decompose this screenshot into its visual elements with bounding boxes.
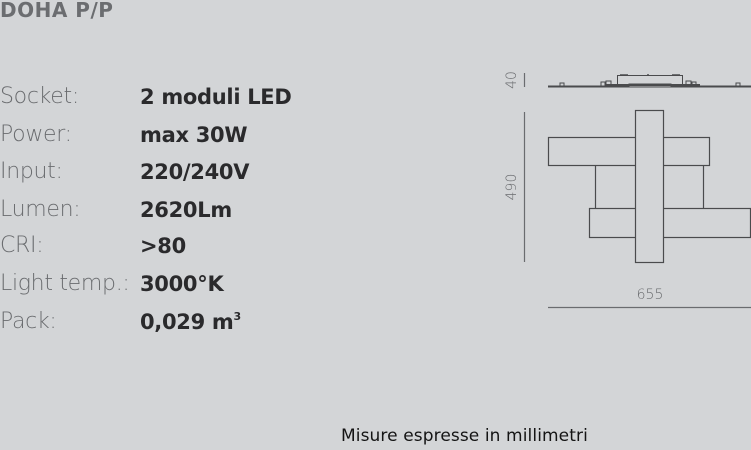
measurement-note: Misure espresse in millimetri [341, 426, 588, 446]
height-dimension-label: 40 [504, 71, 520, 89]
spec-label: Pack: [0, 309, 57, 334]
front-view-drawing [547, 109, 751, 264]
spec-value: 220/240V [140, 160, 250, 184]
spec-label: CRI: [0, 233, 44, 258]
pack-volume: 0,029 m [140, 310, 234, 334]
width-dimension-label: 655 [637, 287, 664, 303]
depth-dimension-label: 490 [504, 174, 520, 201]
spec-value: max 30W [140, 123, 248, 147]
spec-value: 2 moduli LED [140, 85, 292, 109]
spec-label: Input: [0, 159, 63, 184]
superscript-exponent: 3 [233, 310, 242, 323]
product-title: DOHA P/P [0, 0, 114, 22]
spec-label: Socket: [0, 84, 79, 109]
spec-value: 2620Lm [140, 198, 232, 222]
spec-value: 0,029 m3 [140, 307, 241, 337]
spec-value: 3000°K [140, 272, 224, 296]
spec-label: Light temp.: [0, 271, 130, 296]
spec-label: Power: [0, 122, 72, 147]
spec-label: Lumen: [0, 197, 81, 222]
side-view-drawing [548, 74, 751, 88]
spec-value: >80 [140, 234, 186, 258]
